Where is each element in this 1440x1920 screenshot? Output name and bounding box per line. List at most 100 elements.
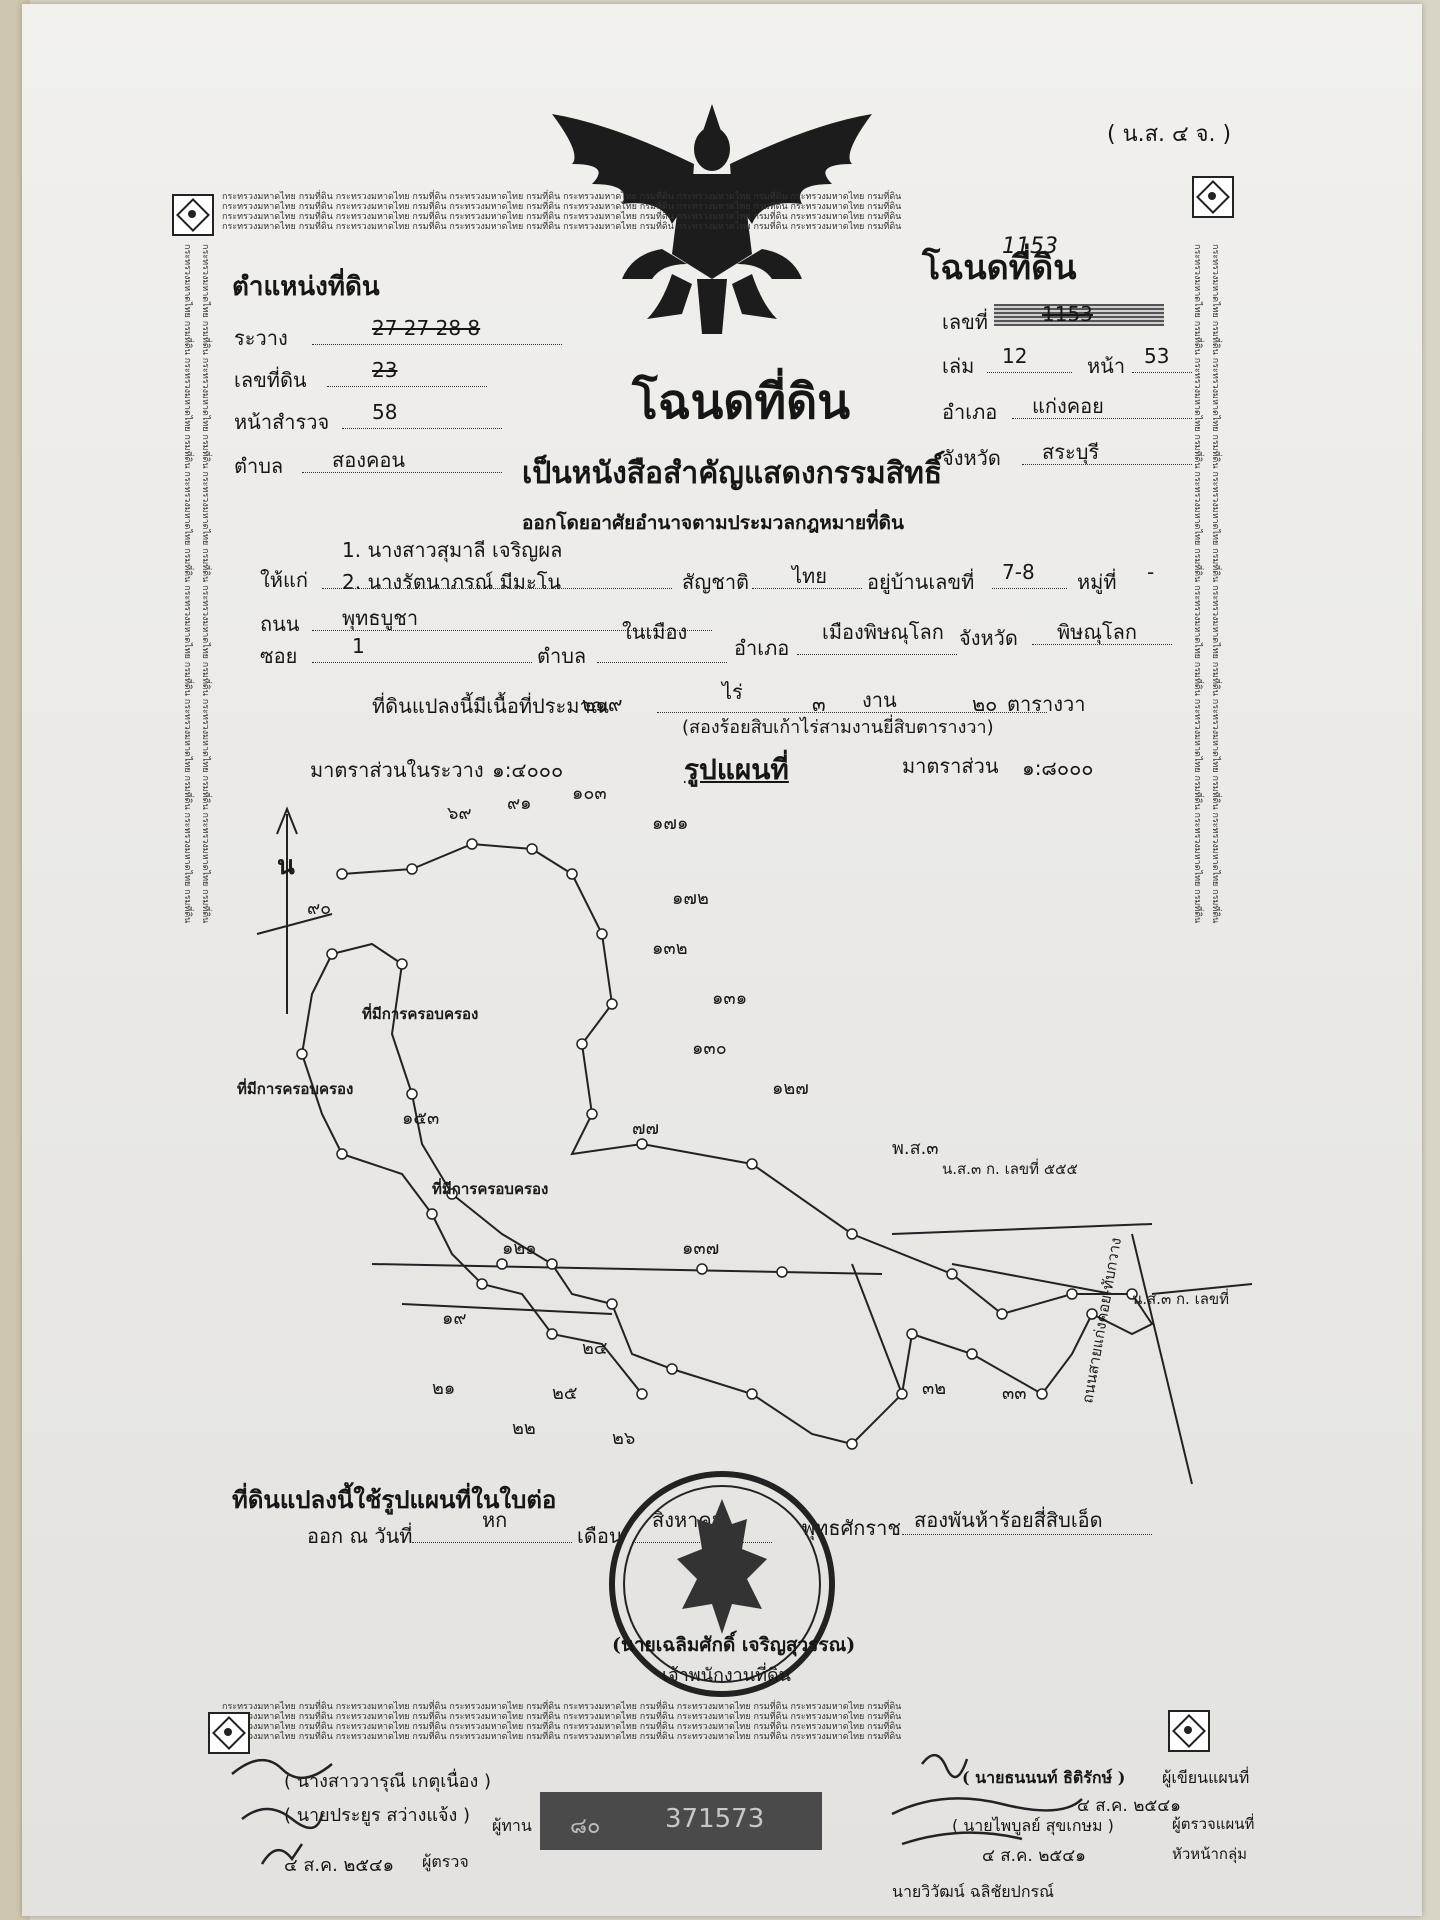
signature-right-2-date: ๔ ส.ค. ๒๕๔๑ xyxy=(1077,1796,1181,1816)
issued-year: สองพันห้าร้อยสี่สิบเอ็ด xyxy=(914,1508,1103,1532)
map-label-13: ๑๒๑ xyxy=(502,1238,537,1259)
subdistrict-line xyxy=(302,472,502,473)
corner-ornament-top-right-icon xyxy=(1192,176,1234,218)
book-label: เล่ม xyxy=(942,354,975,378)
area-text: ที่ดินแปลงนี้มีเนื้อที่ประมาณ xyxy=(372,694,610,718)
deed-right-title: โฉนดที่ดิน xyxy=(922,248,1077,288)
sheet-value: 27 27 28 8 xyxy=(372,316,481,340)
parcel-boundary xyxy=(300,842,1154,1446)
tambon-value: ในเมือง xyxy=(622,620,688,644)
moo-value: - xyxy=(1147,560,1155,584)
micro-text-right: กระทรวงมหาดไทย กรมที่ดิน กระทรวงมหาดไทย … xyxy=(1192,244,1202,924)
area-rai-unit: ไร่ xyxy=(722,680,743,704)
moo-label: หมู่ที่ xyxy=(1077,570,1117,594)
survey-map: น ๙๐ ๖๙ ๙๑ ๑๐๓ ๑๗๑ ๑๗๒ ๑๓๒ ๑๓๑ ๑๓๐ ๑๒๗ ๑… xyxy=(237,783,1253,1485)
map-label-6: ๑๓๒ xyxy=(652,938,688,959)
signature-left-3-role: ผู้ตรวจ xyxy=(422,1852,469,1871)
month-label: เดือน xyxy=(577,1524,623,1548)
area-rai: ๒๑๙ xyxy=(582,692,623,716)
issued-at-label: ออก ณ วันที่ xyxy=(307,1524,413,1548)
deed-no-label: เลขที่ xyxy=(942,310,988,334)
land-no-label: เลขที่ดิน xyxy=(234,368,307,392)
sheet-label: ระวาง xyxy=(234,326,288,350)
area-wa-unit: ตารางวา xyxy=(1007,692,1086,716)
map-label-1: ๖๙ xyxy=(447,803,472,824)
map-label-4: ๑๗๑ xyxy=(652,813,688,834)
north-arrow-head xyxy=(276,806,298,835)
amphoe-value: เมืองพิษณุโลก xyxy=(822,620,944,644)
house-label: อยู่บ้านเลขที่ xyxy=(867,570,975,594)
attached-map-note: ที่ดินแปลงนี้ใช้รูปแผนที่ในใบต่อ xyxy=(232,1485,557,1514)
deed-no-box xyxy=(994,304,1164,326)
seal-officer-title: เจ้าพนักงานที่ดิน xyxy=(662,1665,791,1686)
signature-right-3: ( นายไพบูลย์ สุขเกษม ) xyxy=(952,1816,1114,1835)
map-label-14: ๑๙ xyxy=(442,1308,467,1329)
micro-text-bottom: กระทรวงมหาดไทย กรมที่ดิน กระทรวงมหาดไทย … xyxy=(222,1702,902,1742)
serial-number: 371573 xyxy=(665,1804,765,1834)
province-value: สระบุรี xyxy=(1042,440,1100,464)
soi-line xyxy=(312,662,532,663)
sheet-scale-value: ๑:๔๐๐๐ xyxy=(492,758,564,782)
book-line xyxy=(987,372,1072,373)
map-label-2: ๙๑ xyxy=(507,793,532,814)
signature-right-2-role: ผู้ตรวจแผนที่ xyxy=(1172,1815,1255,1833)
signature-left-3-date: ๔ ส.ค. ๒๕๔๑ xyxy=(284,1855,395,1876)
corner-ornament-bottom-left-icon xyxy=(208,1712,250,1754)
map-north: น xyxy=(277,851,295,881)
signature-left-1: ( นางสาววารุณี เกตุเนื่อง ) xyxy=(284,1771,491,1792)
signature-right-4: นายวิวัฒน์ ฉลิชัยปกรณ์ xyxy=(892,1882,1054,1901)
map-title: รูปแผนที่ xyxy=(684,753,789,786)
signature-left-2: ( นายประยูร สว่างแจ้ง ) xyxy=(284,1805,471,1826)
owner-province-line xyxy=(1032,644,1172,645)
map-label-10: ๑๕๓ xyxy=(402,1108,439,1129)
owner-line xyxy=(322,588,672,589)
map-label-3: ๑๐๓ xyxy=(572,783,607,804)
district-line xyxy=(1012,418,1192,419)
page-label: หน้า xyxy=(1087,354,1126,378)
amphoe-line xyxy=(797,654,957,655)
signature-right-3-role: หัวหน้ากลุ่ม xyxy=(1172,1845,1248,1863)
corner-ornament-bottom-right-icon xyxy=(1168,1710,1210,1752)
signature-scribbles-icon xyxy=(231,1754,1083,1865)
map-label-9: ๑๒๗ xyxy=(772,1078,809,1099)
area-ngan-unit: งาน xyxy=(862,688,897,712)
soi-value: 1 xyxy=(352,634,365,658)
map-reserve-1: ที่มีการครอบครอง xyxy=(362,1003,478,1023)
amphoe-label: อำเภอ xyxy=(734,636,790,660)
micro-text-top: กระทรวงมหาดไทย กรมที่ดิน กระทรวงมหาดไทย … xyxy=(222,192,902,232)
form-code: ( น.ส. ๔ จ. ) xyxy=(1107,122,1232,147)
map-label-8: ๑๓๐ xyxy=(692,1038,727,1059)
signature-right-3-date: ๔ ส.ค. ๒๕๔๑ xyxy=(982,1846,1086,1866)
map-nsl-1: น.ส.๓ ก. เลขที่ ๕๕๕ xyxy=(942,1158,1078,1178)
micro-text-left-2: กระทรวงมหาดไทย กรมที่ดิน กระทรวงมหาดไทย … xyxy=(200,244,210,924)
deed-authority: ออกโดยอาศัยอำนาจตามประมวลกฎหมายที่ดิน xyxy=(522,512,904,534)
map-nsl-2: น.ส.๓ ก. เลขที่ xyxy=(1132,1288,1229,1308)
land-no-line xyxy=(327,386,487,387)
page-value: 53 xyxy=(1144,344,1170,368)
seal-officer-name: (นายเฉลิมศักดิ์ เจริญสุวรรณ) xyxy=(612,1634,856,1656)
road-label: ถนน xyxy=(260,612,300,636)
map-label-7: ๑๓๑ xyxy=(712,988,747,1009)
nationality-value: ไทย xyxy=(792,564,827,588)
map-label-19: ๒๖ xyxy=(612,1428,635,1449)
signature-right-1: ( นายธนนนท์ ธิติรักษ์ ) xyxy=(962,1768,1126,1787)
area-ngan: ๓ xyxy=(812,692,826,716)
issued-day: หก xyxy=(482,1508,508,1532)
title-deed-paper: ( น.ส. ๔ จ. ) กระทรวงมหาดไทย กรมที่ดิน ก… xyxy=(22,4,1422,1916)
map-label-18: ๒๒ xyxy=(512,1418,536,1439)
to-label: ให้แก่ xyxy=(260,568,308,592)
owner-1: 1. นางสาวสุมาลี เจริญผล xyxy=(342,538,563,562)
scale-value: ๑:๘๐๐๐ xyxy=(1022,756,1094,780)
handwritten-number: 1153 xyxy=(1002,234,1058,259)
book-value: 12 xyxy=(1002,344,1028,368)
serial-number-box: ๘๐ 371573 xyxy=(540,1792,822,1850)
area-line xyxy=(657,712,1047,713)
sheet-scale-label: มาตราส่วนในระวาง xyxy=(310,758,484,782)
nationality-line xyxy=(752,588,862,589)
subdistrict-value: สองคอน xyxy=(332,448,406,472)
deed-no-value: 1153 xyxy=(1042,302,1093,326)
map-label-12: ๑๓๗ xyxy=(682,1238,719,1259)
map-reserve-3: ที่มีการครอบครอง xyxy=(432,1178,548,1198)
district-value: แก่งคอย xyxy=(1032,394,1104,418)
house-line xyxy=(992,588,1067,589)
